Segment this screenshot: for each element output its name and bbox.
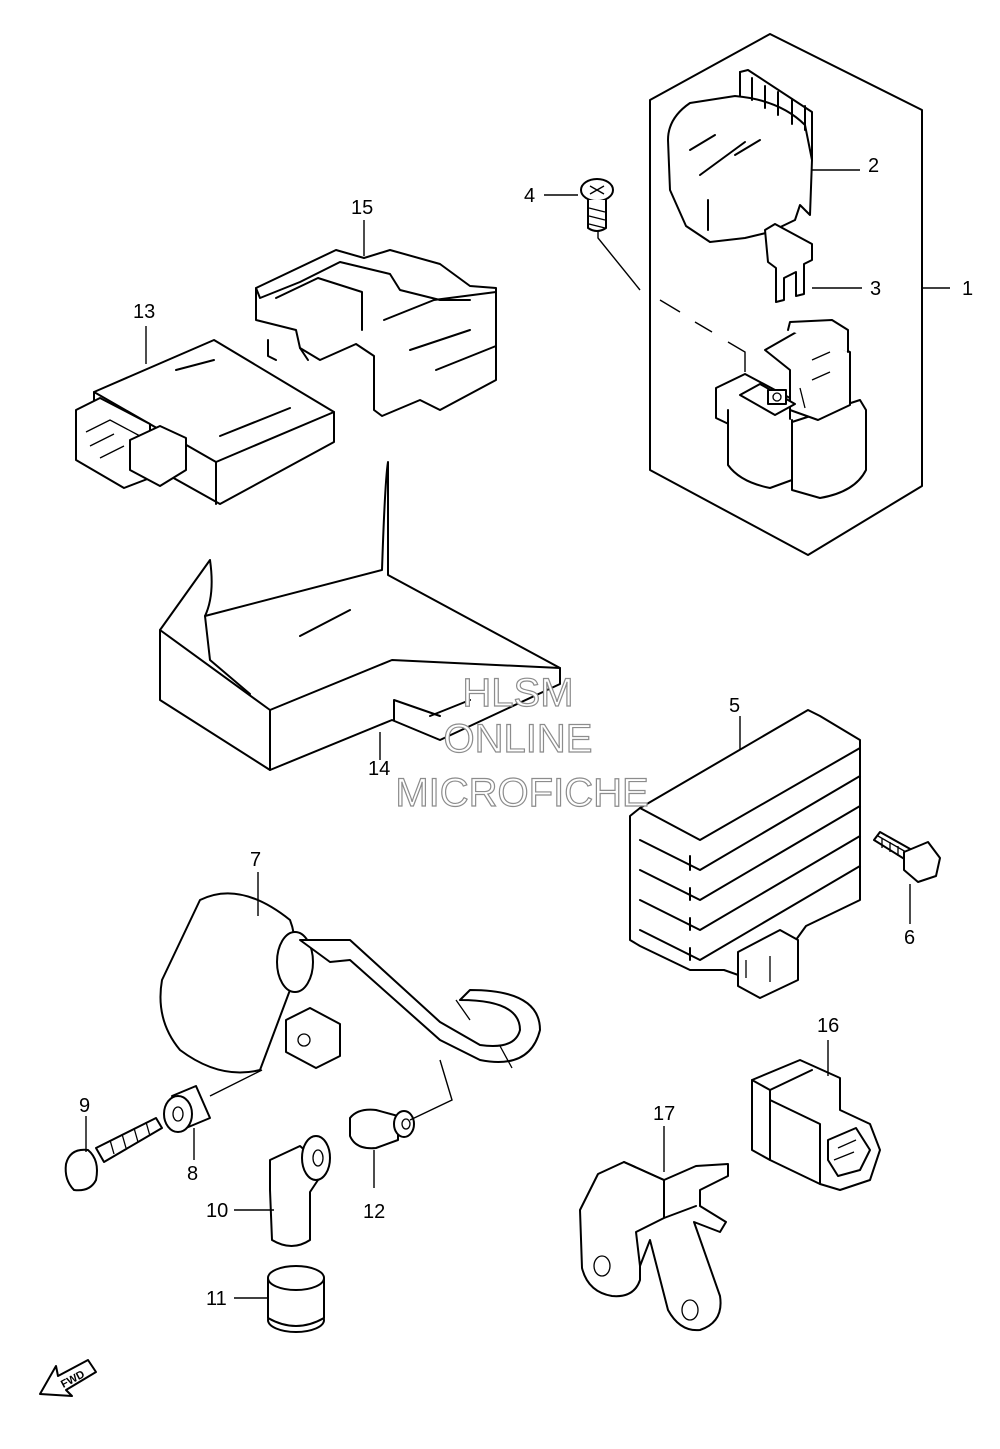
callout-12: 12 <box>363 1150 385 1223</box>
callout-label-17: 17 <box>653 1103 675 1125</box>
starter-relay-assembly-frame <box>649 33 923 556</box>
fuse-part-3[interactable] <box>764 223 813 303</box>
callout-4: 4 <box>524 185 578 207</box>
ignition-coil-part-7[interactable] <box>159 892 541 1074</box>
plug-cap-part-10[interactable] <box>269 1135 331 1247</box>
ecm-part-13[interactable] <box>75 339 335 505</box>
callout-10: 10 <box>206 1200 274 1222</box>
bracket-part-17[interactable] <box>579 1161 729 1332</box>
callout-label-6: 6 <box>904 927 915 949</box>
callout-13: 13 <box>133 301 155 364</box>
starter-relay-body[interactable] <box>715 319 867 499</box>
callout-label-7: 7 <box>250 849 261 871</box>
watermark-line-3: MICROFICHE <box>395 771 648 815</box>
callout-2: 2 <box>812 155 879 177</box>
callout-14: 14 <box>368 732 390 780</box>
callout-6: 6 <box>904 927 915 949</box>
holder-part-15[interactable] <box>255 249 497 417</box>
tray-part-14[interactable] <box>159 461 561 771</box>
callout-label-15: 15 <box>351 197 373 219</box>
callout-label-3: 3 <box>870 278 881 300</box>
callout-15: 15 <box>351 197 373 256</box>
callout-3: 3 <box>812 278 881 300</box>
callout-label-4: 4 <box>524 185 535 207</box>
connector-part-16[interactable] <box>751 1059 881 1191</box>
callout-11: 11 <box>206 1288 268 1310</box>
fwd-arrow-icon: FWD <box>39 1359 97 1397</box>
callout-16: 16 <box>817 1015 839 1076</box>
callout-17: 17 <box>653 1103 675 1172</box>
spacer-part-8[interactable] <box>163 1085 211 1133</box>
plug-terminal-part-12[interactable] <box>209 1059 453 1150</box>
callout-label-16: 16 <box>817 1015 839 1037</box>
watermark-line-1: HLSM <box>462 671 573 715</box>
callout-label-12: 12 <box>363 1201 385 1223</box>
fwd-label: FWD <box>59 1368 87 1390</box>
callout-label-2: 2 <box>868 155 879 177</box>
regulator-rectifier-part-5[interactable] <box>629 709 861 999</box>
seal-part-11[interactable] <box>267 1265 325 1333</box>
callout-label-9: 9 <box>79 1095 90 1117</box>
callout-label-5: 5 <box>729 695 740 717</box>
bolt-part-6[interactable] <box>873 831 941 924</box>
callout-5: 5 <box>729 695 741 750</box>
callout-8: 8 <box>187 1128 198 1185</box>
callout-9: 9 <box>79 1095 90 1152</box>
callout-7: 7 <box>250 849 261 916</box>
callout-label-14: 14 <box>368 758 390 780</box>
watermark: HLSM ONLINE MICROFICHE <box>395 670 650 815</box>
callout-label-11: 11 <box>206 1288 227 1310</box>
relay-cover-part-2[interactable] <box>667 69 813 243</box>
screw-part-4[interactable] <box>580 178 746 372</box>
callout-label-10: 10 <box>206 1200 228 1222</box>
callout-label-1: 1 <box>962 278 973 300</box>
callout-1: 1 <box>922 278 973 300</box>
watermark-line-2: ONLINE <box>444 717 593 761</box>
callout-label-13: 13 <box>133 301 155 323</box>
callout-label-8: 8 <box>187 1163 198 1185</box>
bolt-part-9[interactable] <box>64 1117 163 1192</box>
